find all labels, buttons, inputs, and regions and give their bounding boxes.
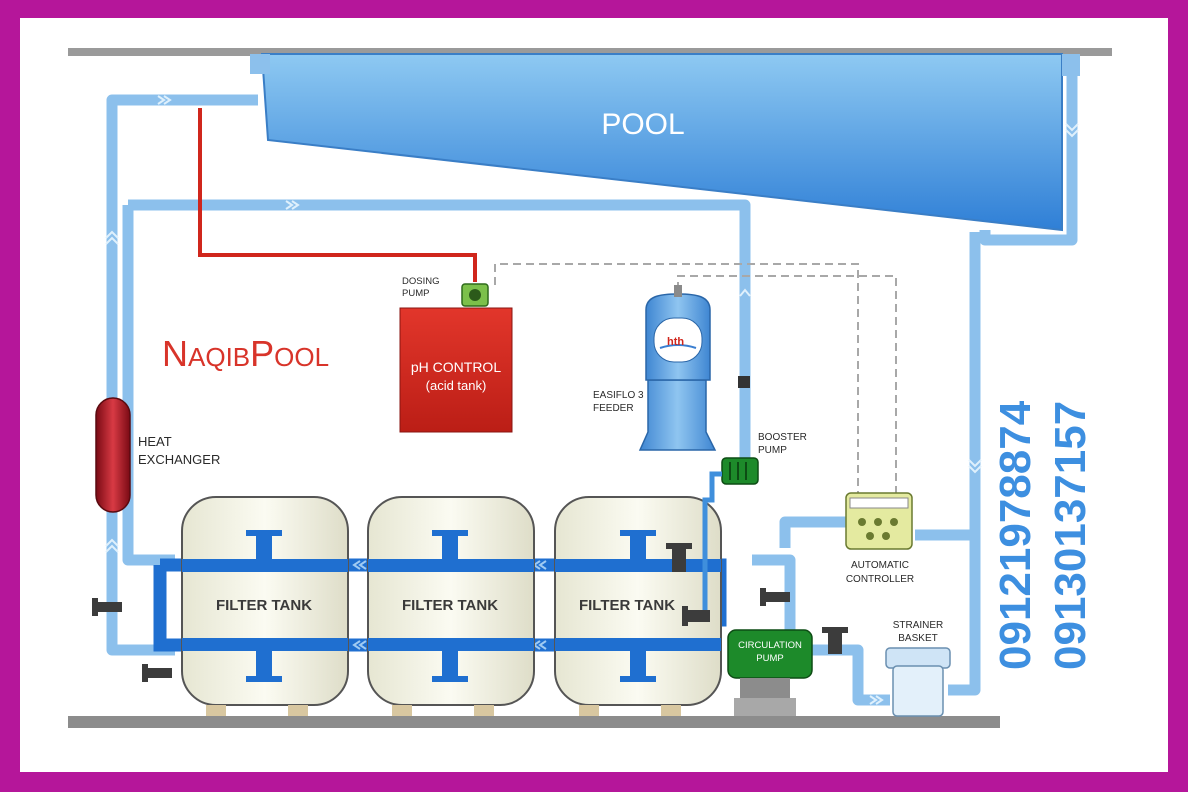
feeder-label-1: EASIFLO 3 (593, 390, 644, 401)
feeder-brand-label: hth (667, 336, 684, 348)
control-signal-lines (494, 263, 897, 495)
filter-tank-label-1: FILTER TANK (216, 597, 312, 614)
circulation-pump-label-2: PUMP (756, 653, 783, 664)
controller-label-1: AUTOMATIC (851, 560, 909, 571)
circulation-pump-label-1: CIRCULATION (738, 640, 802, 651)
brand-aqib: AQIB (188, 342, 250, 372)
heat-exchanger-label-1: HEAT (138, 434, 172, 449)
easiflo-feeder (638, 285, 750, 451)
heat-exchanger-label-2: EXCHANGER (138, 452, 220, 467)
dosing-pump-label-2: PUMP (402, 288, 429, 299)
controller-label-2: CONTROLLER (846, 574, 914, 585)
filter-tank-label-2: FILTER TANK (402, 597, 498, 614)
booster-label-1: BOOSTER (758, 432, 807, 443)
acid-dosing-line (198, 108, 477, 282)
valve-icon (822, 627, 848, 654)
dosing-pump-label-1: DOSING (402, 276, 439, 287)
brand-p: P (250, 333, 274, 374)
valve-icon (666, 543, 692, 572)
pool-basin (260, 53, 1063, 232)
dosing-pump-dial (469, 289, 481, 301)
flow-arrows (105, 95, 1079, 705)
feeder-label-2: FEEDER (593, 403, 634, 414)
booster-pump (702, 457, 759, 610)
filter-tank-1 (181, 496, 349, 716)
top-deck-bar (68, 48, 1112, 56)
filter-tank-2 (367, 496, 535, 716)
floor-bar (68, 716, 1000, 728)
pool-label: POOL (601, 108, 684, 141)
ph-control-label-1: pH CONTROL (411, 359, 501, 375)
circulation-pump (727, 629, 813, 716)
strainer-label-2: BASKET (898, 633, 937, 644)
valve-icon (682, 606, 710, 626)
valve-icon (142, 664, 172, 682)
strainer-basket (885, 647, 951, 717)
booster-label-2: PUMP (758, 445, 787, 456)
skimmer-left (250, 54, 270, 74)
valve-icon (92, 598, 122, 616)
brand-n: N (162, 333, 188, 374)
strainer-label-1: STRAINER (893, 620, 944, 631)
ph-control-label-2: (acid tank) (426, 378, 487, 393)
automatic-controller (845, 492, 913, 550)
heat-exchanger (95, 397, 131, 513)
brand-logo: NAQIBPOOL (162, 333, 329, 374)
phone-number-2: 09130137157 (1046, 401, 1095, 670)
valve-icon (760, 588, 790, 606)
valve-icons (92, 543, 848, 682)
ph-control-tank (399, 307, 513, 433)
filter-tank-label-3: FILTER TANK (579, 597, 675, 614)
brand-ool: OOL (274, 342, 329, 372)
phone-number-1: 09121978874 (991, 400, 1040, 670)
